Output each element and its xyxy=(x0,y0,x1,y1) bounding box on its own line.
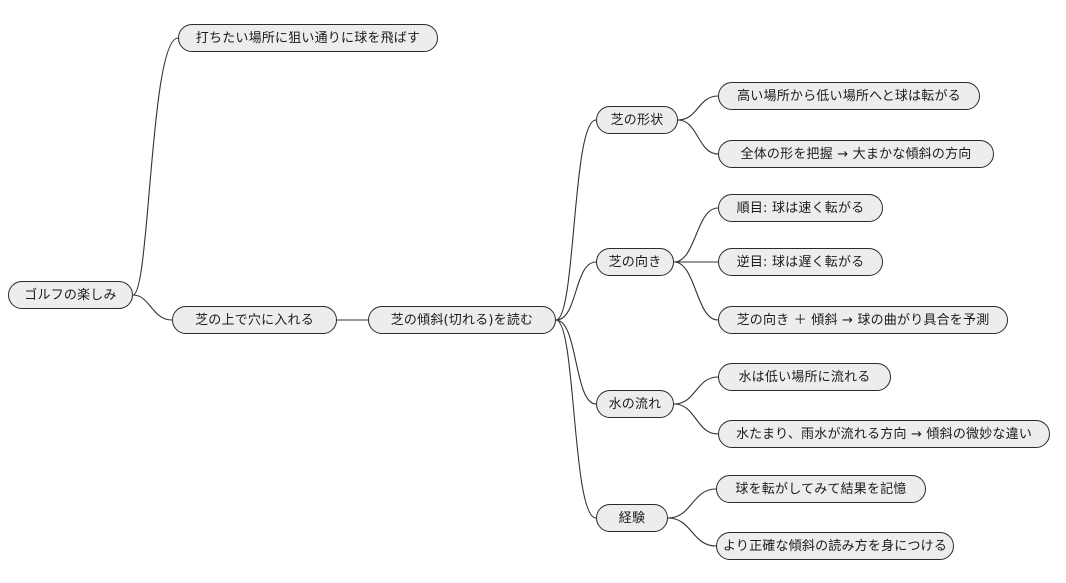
node-putt-on-green[interactable]: 芝の上で穴に入れる xyxy=(172,306,337,334)
node-ball-rolls-downhill[interactable]: 高い場所から低い場所へと球は転がる xyxy=(718,82,980,110)
edge-l3d-to-l4d2 xyxy=(667,517,717,547)
node-water-flow[interactable]: 水の流れ xyxy=(596,390,674,418)
edge-l3c-to-l4c2 xyxy=(673,403,719,435)
node-read-slope[interactable]: 芝の傾斜(切れる)を読む xyxy=(368,306,556,334)
node-water-flows-low[interactable]: 水は低い場所に流れる xyxy=(718,363,891,391)
node-root[interactable]: ゴルフの楽しみ xyxy=(8,281,133,309)
edge-l3a-to-l4a2 xyxy=(677,119,719,155)
edge-l2a-to-l3a xyxy=(555,119,597,321)
edge-l2a-to-l3b xyxy=(555,261,597,321)
edge-root-to-l1a xyxy=(132,37,179,296)
node-learn-accurate-reading[interactable]: より正確な傾斜の読み方を身につける xyxy=(716,532,954,560)
edge-root-to-l1b xyxy=(132,294,173,321)
node-roll-and-memorize[interactable]: 球を転がしてみて結果を記憶 xyxy=(716,475,926,503)
edge-l3b-to-l4b1 xyxy=(673,207,719,263)
node-experience[interactable]: 経験 xyxy=(596,504,668,532)
edge-l3a-to-l4a1 xyxy=(677,95,719,121)
node-grass-shape[interactable]: 芝の形状 xyxy=(596,106,678,134)
node-with-grain-fast[interactable]: 順目: 球は速く転がる xyxy=(718,194,883,222)
edge-l2a-to-l3c xyxy=(555,319,597,405)
node-against-grain-slow[interactable]: 逆目: 球は遅く転がる xyxy=(718,248,883,276)
node-grass-direction[interactable]: 芝の向き xyxy=(596,248,674,276)
edge-l3d-to-l4d1 xyxy=(667,488,717,519)
node-predict-break[interactable]: 芝の向き ＋ 傾斜 → 球の曲がり具合を予測 xyxy=(718,306,1008,334)
node-puddle-rain-direction[interactable]: 水たまり、雨水が流れる方向 → 傾斜の微妙な違い xyxy=(718,420,1050,448)
edge-l3c-to-l4c1 xyxy=(673,376,719,405)
node-hit-target[interactable]: 打ちたい場所に狙い通りに球を飛ばす xyxy=(178,24,438,52)
node-grasp-overall-shape[interactable]: 全体の形を把握 → 大まかな傾斜の方向 xyxy=(718,140,994,168)
edge-l3b-to-l4b3 xyxy=(673,261,719,321)
edge-l2a-to-l3d xyxy=(555,319,597,519)
